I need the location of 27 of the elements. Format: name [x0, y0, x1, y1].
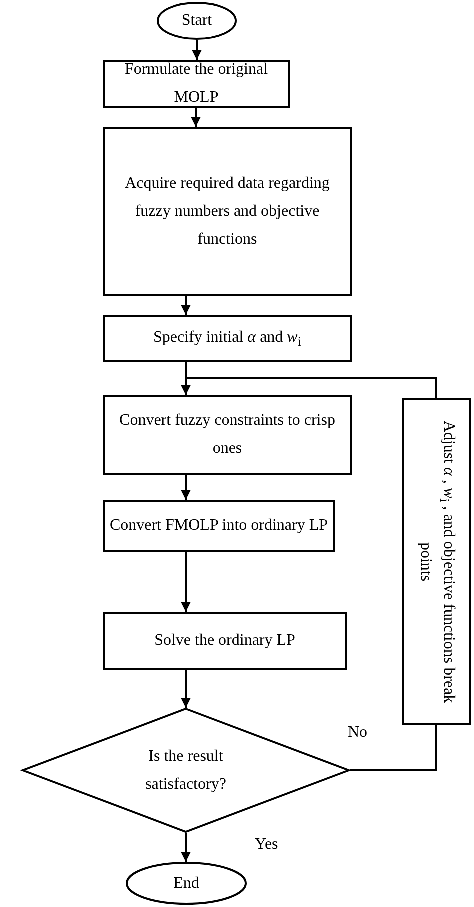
process-box: [103, 60, 290, 108]
node-text: Formulate the original MOLP: [124, 60, 270, 108]
node-text: Solve the ordinary LP: [154, 631, 296, 651]
arrow: [181, 833, 191, 862]
node-text: Convert FMOLP into ordinary LP: [110, 516, 328, 536]
arrow: [181, 552, 191, 612]
terminal-ellipse: [126, 862, 247, 905]
process-box: [103, 612, 347, 670]
node-text: Specify initial α and w$_{i}$: [153, 328, 302, 351]
arrow: [181, 475, 191, 500]
arrow: [181, 296, 191, 315]
process-box: [103, 127, 352, 296]
node-text: Convert fuzzy constraints to crisp ones: [118, 411, 336, 459]
arrow: [181, 377, 438, 398]
process-box: [103, 315, 352, 362]
node-text: Is the result satisfactory?: [144, 746, 228, 794]
node-text: Start: [182, 11, 212, 31]
node-text: End: [174, 874, 200, 894]
process-box: [103, 500, 335, 552]
terminal-ellipse: [157, 2, 237, 40]
process-box: [402, 398, 471, 725]
arrow: [192, 40, 202, 60]
arrow: [191, 108, 201, 127]
arrow: [181, 670, 191, 708]
process-box: [103, 395, 352, 475]
decision-diamond: [22, 708, 350, 833]
node-text: Acquire required data regarding fuzzy numbers and objective functions: [124, 174, 331, 250]
